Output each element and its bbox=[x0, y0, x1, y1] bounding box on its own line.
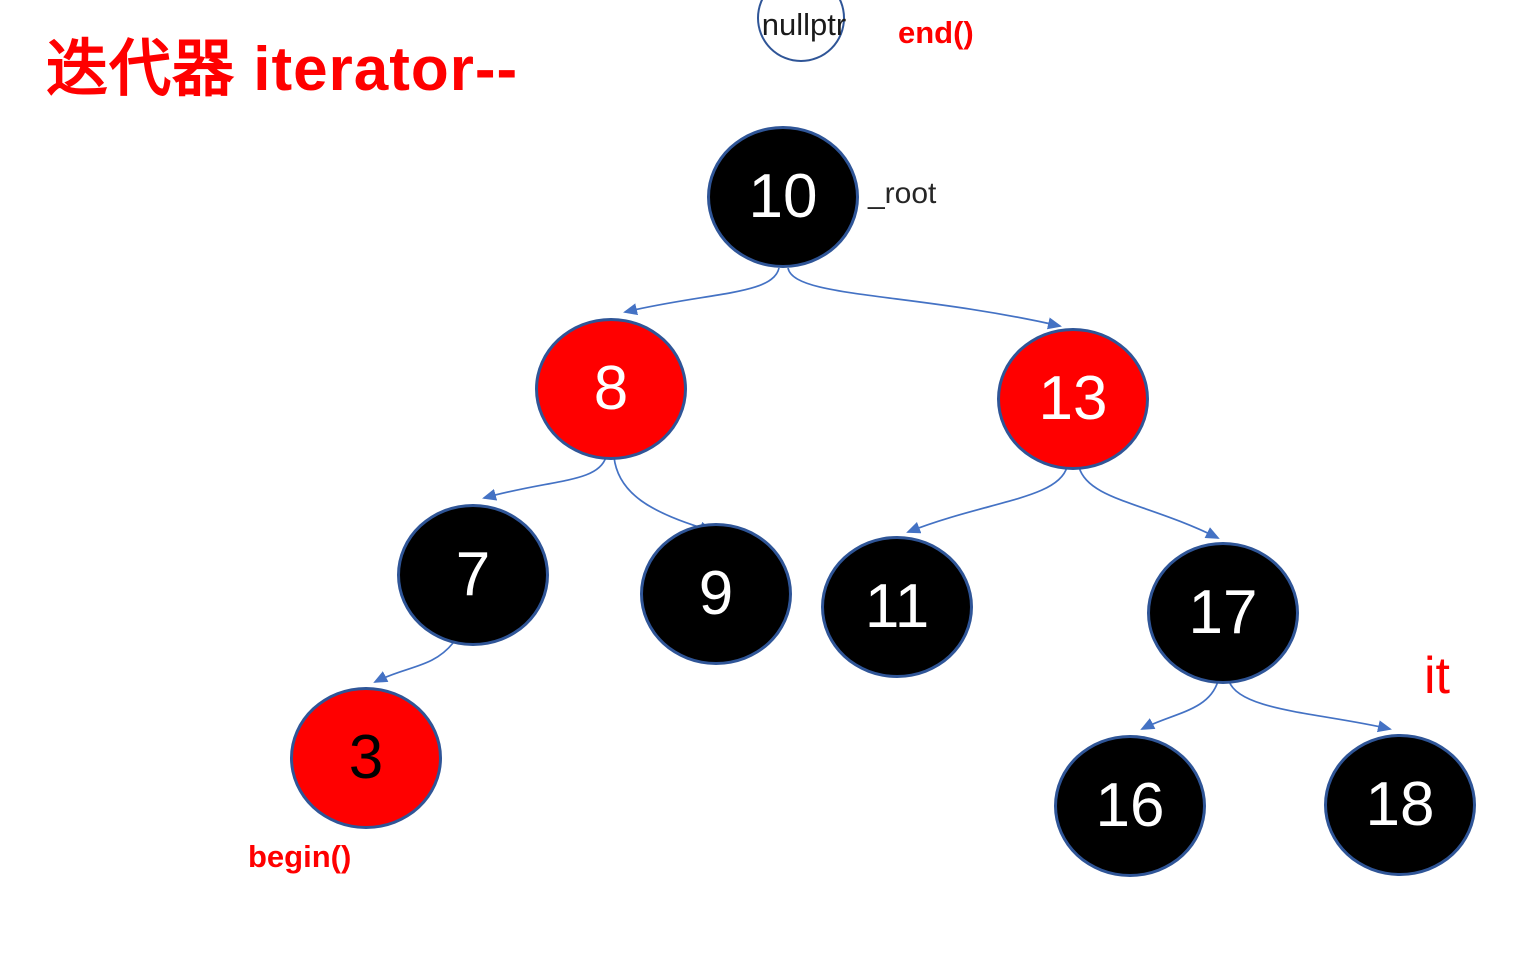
node-value: 11 bbox=[864, 572, 930, 641]
tree-node-8: 8 bbox=[535, 318, 687, 460]
node-value: 9 bbox=[698, 559, 734, 628]
node-value: 8 bbox=[593, 354, 629, 423]
nullptr-label: nullptr bbox=[761, 7, 847, 42]
tree-node-9: 9 bbox=[640, 523, 792, 665]
node-value: 18 bbox=[1365, 770, 1435, 839]
edge-10-13 bbox=[787, 267, 1062, 330]
tree-node-3: 3 bbox=[290, 687, 442, 829]
edge-8-9 bbox=[613, 456, 714, 534]
edge-13-11 bbox=[906, 466, 1068, 534]
edge-17-16 bbox=[1140, 680, 1219, 730]
tree-node-7: 7 bbox=[397, 504, 549, 646]
page-title: 迭代器 iterator-- bbox=[46, 35, 519, 104]
it-label: it bbox=[1424, 647, 1450, 705]
end-label: end() bbox=[898, 15, 974, 50]
node-value: 3 bbox=[348, 723, 384, 792]
edge-13-17 bbox=[1078, 466, 1220, 539]
edge-17-18 bbox=[1228, 680, 1392, 733]
edge-10-8 bbox=[623, 267, 780, 316]
tree-node-18: 18 bbox=[1324, 734, 1476, 876]
tree-node-13: 13 bbox=[997, 328, 1149, 470]
tree-node-16: 16 bbox=[1054, 735, 1206, 877]
tree-node-10: 10 bbox=[707, 126, 859, 268]
node-value: 10 bbox=[748, 162, 818, 231]
node-value: 17 bbox=[1188, 578, 1258, 647]
node-value: 16 bbox=[1095, 771, 1165, 840]
begin-label: begin() bbox=[248, 839, 352, 874]
node-value: 13 bbox=[1038, 364, 1108, 433]
root-pointer-label: _root bbox=[868, 177, 937, 210]
tree-node-17: 17 bbox=[1147, 542, 1299, 684]
tree-node-11: 11 bbox=[821, 536, 973, 678]
edge-7-3 bbox=[373, 642, 454, 683]
node-value: 7 bbox=[455, 540, 491, 609]
edge-8-7 bbox=[482, 456, 607, 501]
